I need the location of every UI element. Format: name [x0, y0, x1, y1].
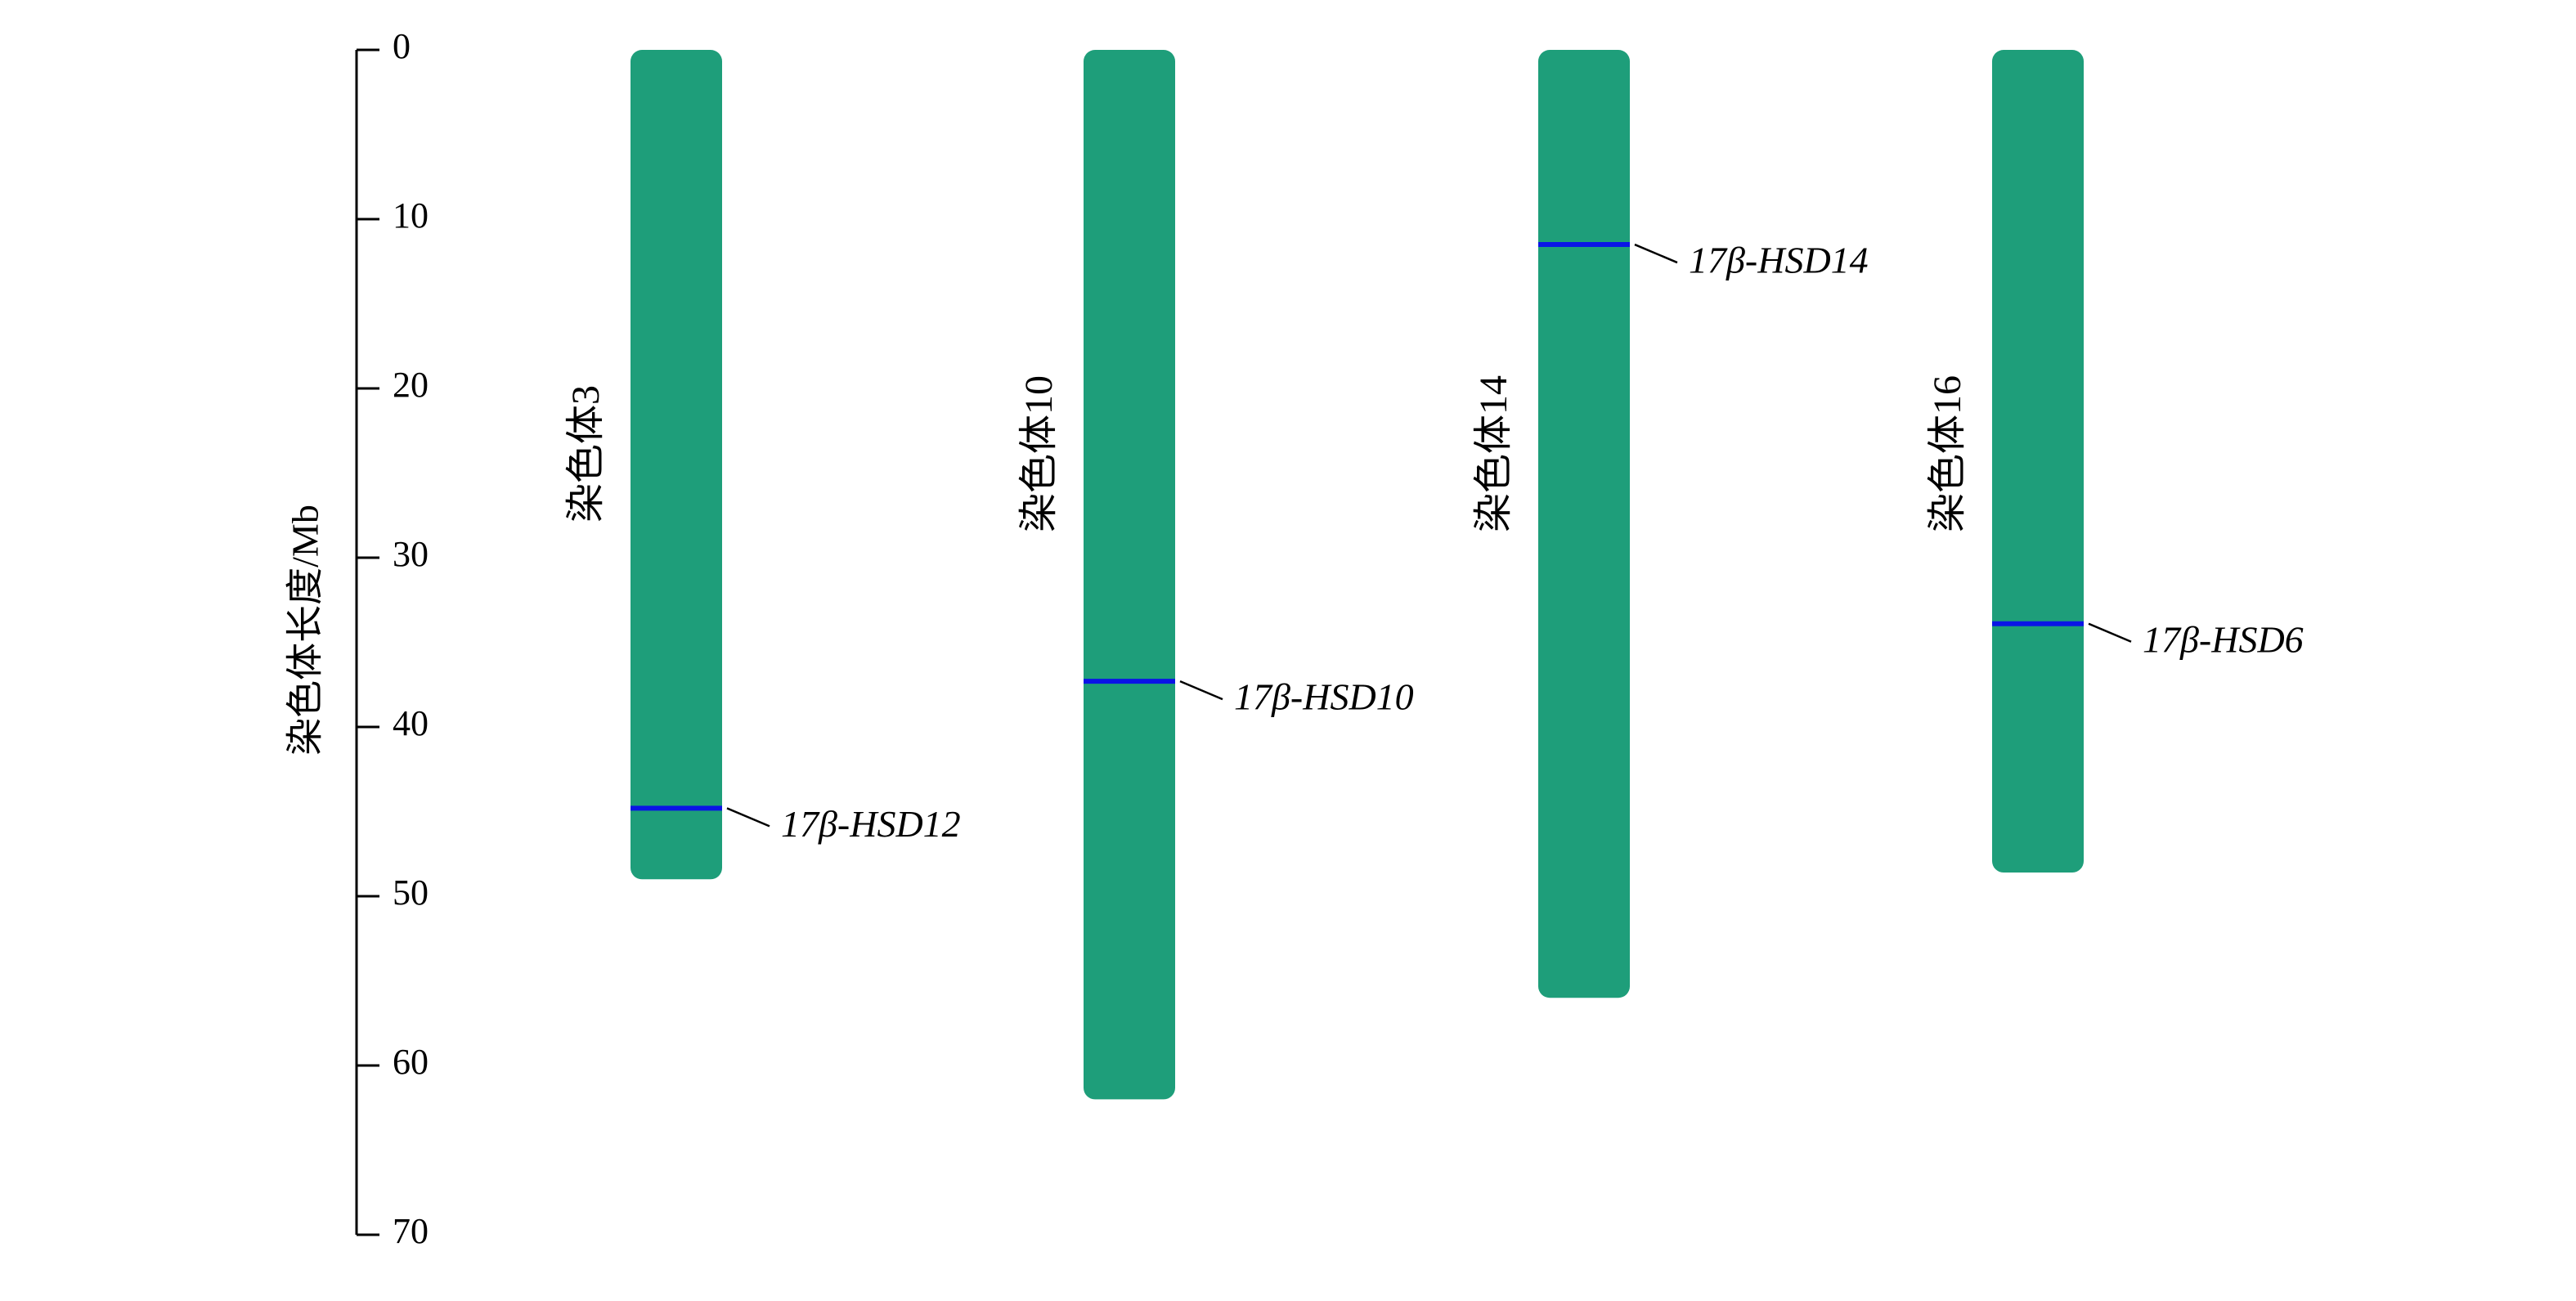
y-tick-label: 0	[393, 26, 411, 66]
gene-label: 17β-HSD14	[1689, 240, 1869, 281]
y-axis-title: 染色体长度/Mb	[285, 505, 326, 756]
gene-leader-line	[1179, 680, 1223, 701]
chromosome-group: 染色体3 17β-HSD12	[564, 50, 961, 880]
chromosome-bar	[1538, 50, 1630, 998]
chromosome-bar	[1084, 50, 1175, 1100]
chromosome-label: 染色体16	[1926, 375, 1969, 532]
gene-label: 17β-HSD10	[1234, 676, 1414, 718]
chromosome-bar	[1992, 50, 2084, 873]
gene-leader-line	[2088, 622, 2132, 643]
chromosome-bar	[631, 50, 722, 880]
y-axis: 0 10 20 30 40 50 60 70	[355, 26, 429, 1251]
gene-leader-line	[1634, 243, 1678, 264]
y-tick-label: 20	[393, 365, 429, 405]
chromosome-label: 染色体14	[1472, 375, 1515, 532]
y-tick-label: 10	[393, 195, 429, 236]
y-tick-label: 70	[393, 1211, 429, 1251]
y-tick-label: 40	[393, 703, 429, 743]
chromosome-label: 染色体10	[1017, 375, 1061, 532]
gene-label: 17β-HSD6	[2143, 618, 2304, 660]
y-tick-label: 50	[393, 873, 429, 913]
chromosome-label: 染色体3	[564, 385, 608, 523]
gene-label: 17β-HSD12	[781, 803, 961, 845]
y-tick-label: 60	[393, 1042, 429, 1082]
chromosome-group: 染色体10 17β-HSD10	[1017, 50, 1414, 1100]
chromosome-group: 染色体16 17β-HSD6	[1926, 50, 2304, 873]
gene-leader-line	[726, 807, 770, 828]
y-tick-label: 30	[393, 534, 429, 574]
chromosomes: 染色体3 17β-HSD12 染色体10 17β-HSD10 染色体14 17β-HSD1…	[564, 50, 2304, 1100]
chromosome-group: 染色体14 17β-HSD14	[1472, 50, 1869, 998]
